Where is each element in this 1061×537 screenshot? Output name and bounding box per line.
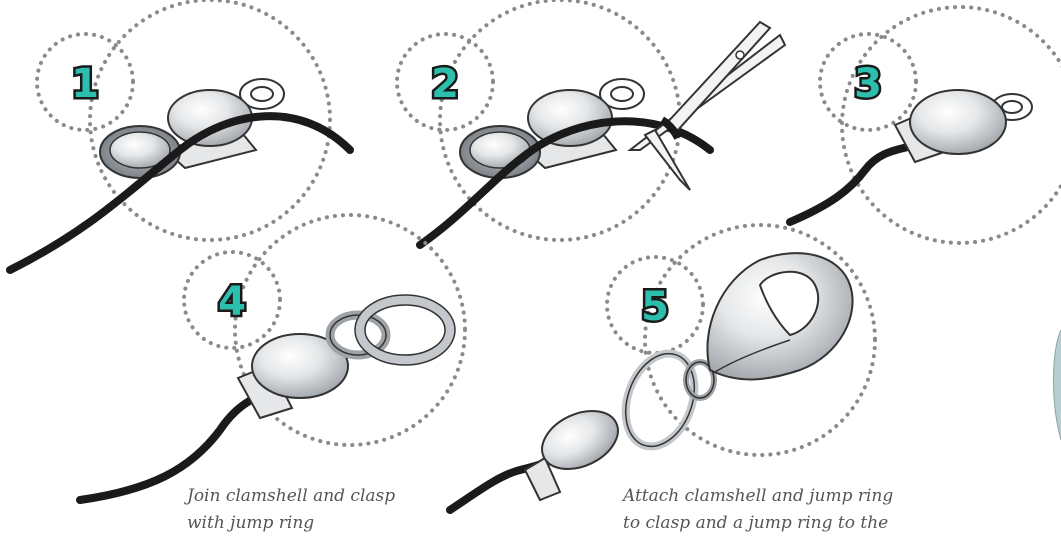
step-4-caption-line-2: with jump ring xyxy=(187,510,417,537)
step-2-number: 2 xyxy=(431,61,459,107)
clamshell-open-icon xyxy=(460,79,644,178)
step-4-number: 4 xyxy=(218,279,246,325)
step-1-group: 1 xyxy=(10,0,350,270)
step-3-group: 3 xyxy=(790,7,1061,243)
lobster-clasp-icon xyxy=(707,253,852,379)
cord-line xyxy=(790,145,915,222)
clamshell-closed-icon xyxy=(895,90,1032,162)
partial-image-edge xyxy=(1053,330,1061,440)
scissors-icon xyxy=(630,22,785,190)
step-1-number: 1 xyxy=(71,61,99,107)
clamshell-closed-icon xyxy=(525,400,627,500)
step-5-group: 5 xyxy=(450,225,875,510)
step-3-number: 3 xyxy=(854,61,882,107)
step-5-caption-line-2: to clasp and a jump ring to the xyxy=(623,510,923,537)
step-2-group: 2 xyxy=(397,0,785,245)
jump-ring-icon xyxy=(330,295,455,365)
step-4-caption-line-1: Join clamshell and clasp xyxy=(187,483,417,510)
clamshell-open-icon xyxy=(100,79,284,178)
step-5-caption: Attach clamshell and jump ring to clasp … xyxy=(623,483,923,537)
step-4-caption: Join clamshell and clasp with jump ring xyxy=(187,483,417,537)
step-5-caption-line-1: Attach clamshell and jump ring xyxy=(623,483,923,510)
cord-line xyxy=(10,116,350,270)
step-5-number: 5 xyxy=(641,284,669,330)
step-4-group: 4 xyxy=(80,215,465,500)
